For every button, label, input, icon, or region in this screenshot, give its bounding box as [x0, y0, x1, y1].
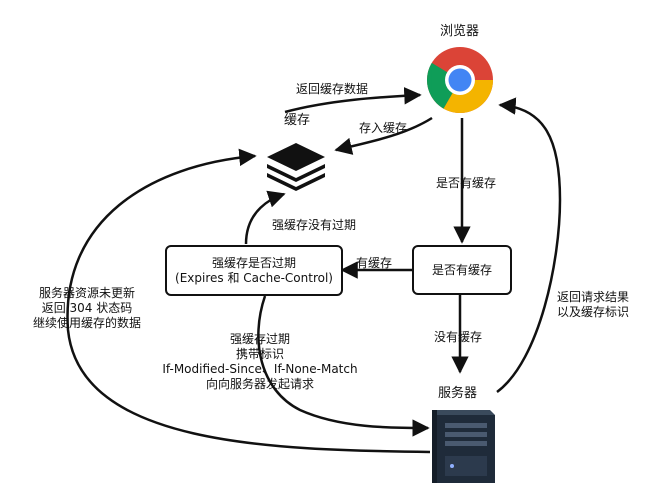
stack-layers-icon — [267, 143, 325, 191]
arrow-browser-to-cache — [334, 116, 433, 155]
server-304-line2: 返回 304 状态码 — [41, 301, 133, 315]
arrow-server-to-cache — [66, 148, 431, 454]
has-cache-question-label: 是否有缓存 — [436, 176, 497, 190]
store-cache-label: 存入缓存 — [359, 121, 408, 135]
arrow-expired-to-server — [257, 295, 430, 437]
expired-request-line4: 向向服务器发起请求 — [205, 377, 314, 391]
return-result-line2: 以及缓存标识 — [556, 305, 629, 319]
arrow-server-to-browser — [496, 97, 562, 394]
server-304-line3: 继续使用缓存的数据 — [32, 316, 141, 330]
server-tower-icon — [432, 410, 495, 483]
no-cache-label: 没有缓存 — [434, 330, 483, 344]
expired-request-line1: 强缓存过期 — [229, 332, 290, 346]
browser-label: 浏览器 — [440, 24, 480, 39]
not-expired-label: 强缓存没有过期 — [272, 218, 357, 232]
expired-request-line3: If-Modified-Since、If-None-Match — [162, 362, 358, 376]
arrow-cache-to-browser — [284, 87, 422, 114]
return-cache-data-label: 返回缓存数据 — [296, 82, 369, 96]
check-expired-line2: (Expires 和 Cache-Control) — [175, 270, 333, 285]
cache-label: 缓存 — [284, 113, 311, 128]
check-cache-box: 是否有缓存 — [412, 245, 512, 295]
server-label: 服务器 — [438, 386, 478, 401]
expired-request-line2: 携带标识 — [235, 347, 284, 361]
server-304-line1: 服务器资源未更新 — [38, 286, 135, 300]
return-result-label: 返回请求结果 以及缓存标识 — [543, 290, 643, 320]
server-304-label: 服务器资源未更新 返回 304 状态码 继续使用缓存的数据 — [22, 286, 152, 331]
expired-request-label: 强缓存过期 携带标识 If-Modified-Since、If-None-Mat… — [140, 332, 380, 392]
chrome-logo-icon — [426, 47, 493, 114]
check-expired-box: 强缓存是否过期 (Expires 和 Cache-Control) — [165, 245, 343, 296]
check-expired-line1: 强缓存是否过期 — [211, 255, 296, 270]
check-cache-label: 是否有缓存 — [431, 262, 492, 277]
return-result-line1: 返回请求结果 — [556, 290, 629, 304]
arrow-expired-to-cache — [244, 190, 286, 245]
has-cache-label: 有缓存 — [356, 256, 393, 270]
